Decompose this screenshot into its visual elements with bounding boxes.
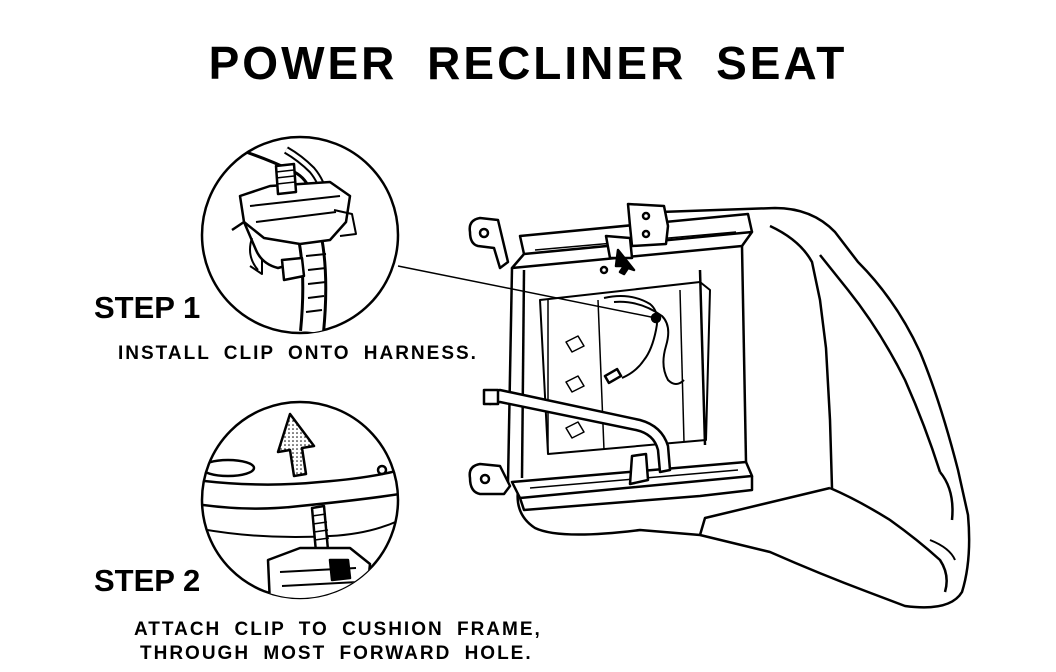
step-1-label: STEP 1 (94, 290, 201, 325)
step-2-label: STEP 2 (94, 563, 201, 598)
step-2-text-line2: THROUGH MOST FORWARD HOLE. (140, 643, 533, 664)
seat-frame (468, 202, 754, 512)
detail-circle-step1 (200, 135, 400, 335)
page-title: POWER RECLINER SEAT (208, 37, 848, 89)
up-arrow-icon (276, 412, 316, 478)
detail-circle-step2 (200, 400, 400, 600)
step-1-text: INSTALL CLIP ONTO HARNESS. (118, 343, 478, 364)
seat-cushion (516, 206, 971, 609)
leader-line (397, 265, 657, 319)
step-2-text-line1: ATTACH CLIP TO CUSHION FRAME, (134, 619, 542, 640)
